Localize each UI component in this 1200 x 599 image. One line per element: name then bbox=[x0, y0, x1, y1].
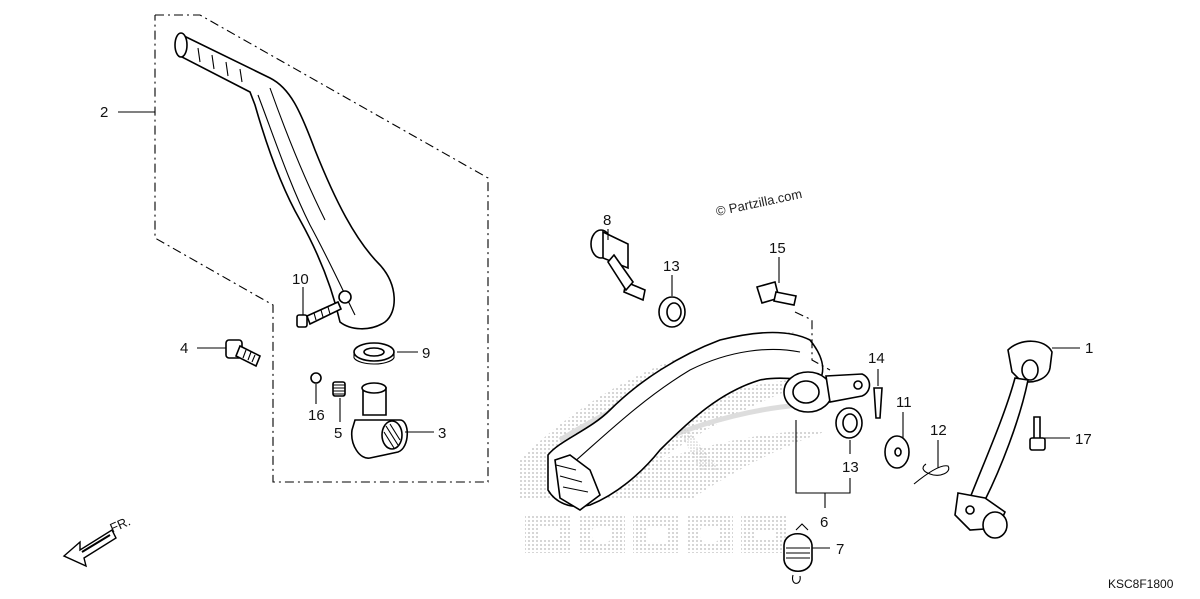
callout-16: 17 bbox=[1075, 431, 1092, 448]
bolt-4 bbox=[225, 339, 262, 368]
callout-13-lower: 13 bbox=[842, 459, 859, 476]
callout-4: 4 bbox=[180, 340, 188, 357]
spring-5 bbox=[332, 381, 346, 397]
copyright-watermark: © Partzilla.com bbox=[715, 186, 804, 219]
pivot-bolt-8 bbox=[590, 229, 646, 302]
pin-15 bbox=[755, 281, 797, 306]
kickstarter-group-frame bbox=[154, 14, 489, 483]
callout-13-upper: 13 bbox=[663, 258, 680, 275]
callout-8: 8 bbox=[603, 212, 611, 229]
washer-11 bbox=[884, 435, 910, 469]
brake-pedal-6 bbox=[547, 331, 871, 511]
leader-lines bbox=[118, 111, 1080, 549]
cotter-pin-14 bbox=[873, 387, 883, 419]
callout-11: 11 bbox=[896, 394, 912, 411]
callout-15: 15 bbox=[769, 240, 786, 257]
oil-seal-9 bbox=[353, 342, 395, 365]
honda-watermark-letters bbox=[525, 515, 787, 553]
bolt-10 bbox=[296, 300, 343, 328]
front-arrow-label: FR. bbox=[107, 513, 132, 535]
callout-12: 12 bbox=[930, 422, 947, 439]
dust-seal-13b bbox=[835, 407, 863, 439]
callout-labels: 2 4 10 9 3 16 5 8 13 15 14 11 12 13 6 7 … bbox=[100, 104, 1093, 558]
diagram-code: KSC8F1800 bbox=[1108, 577, 1174, 591]
gearshift-pedal-1 bbox=[954, 340, 1053, 539]
callout-1: 1 bbox=[1085, 340, 1093, 357]
callout-3: 3 bbox=[438, 425, 446, 442]
bolt-16 bbox=[1029, 416, 1046, 451]
ratchet-3 bbox=[350, 382, 409, 459]
callout-14: 14 bbox=[868, 350, 885, 367]
callout-5: 5 bbox=[334, 425, 342, 442]
clip-12 bbox=[913, 463, 950, 485]
dust-seal-13a bbox=[658, 296, 686, 328]
callout-2: 2 bbox=[100, 104, 108, 121]
kick-starter-arm bbox=[174, 32, 395, 330]
steel-ball-17 bbox=[310, 372, 322, 384]
callout-17: 16 bbox=[308, 407, 325, 424]
callout-10: 10 bbox=[292, 271, 309, 288]
return-spring-7 bbox=[783, 523, 813, 584]
callout-7: 7 bbox=[836, 541, 844, 558]
callout-9: 9 bbox=[422, 345, 430, 362]
callout-6: 6 bbox=[820, 514, 828, 531]
front-direction-arrow: FR. bbox=[62, 513, 133, 568]
